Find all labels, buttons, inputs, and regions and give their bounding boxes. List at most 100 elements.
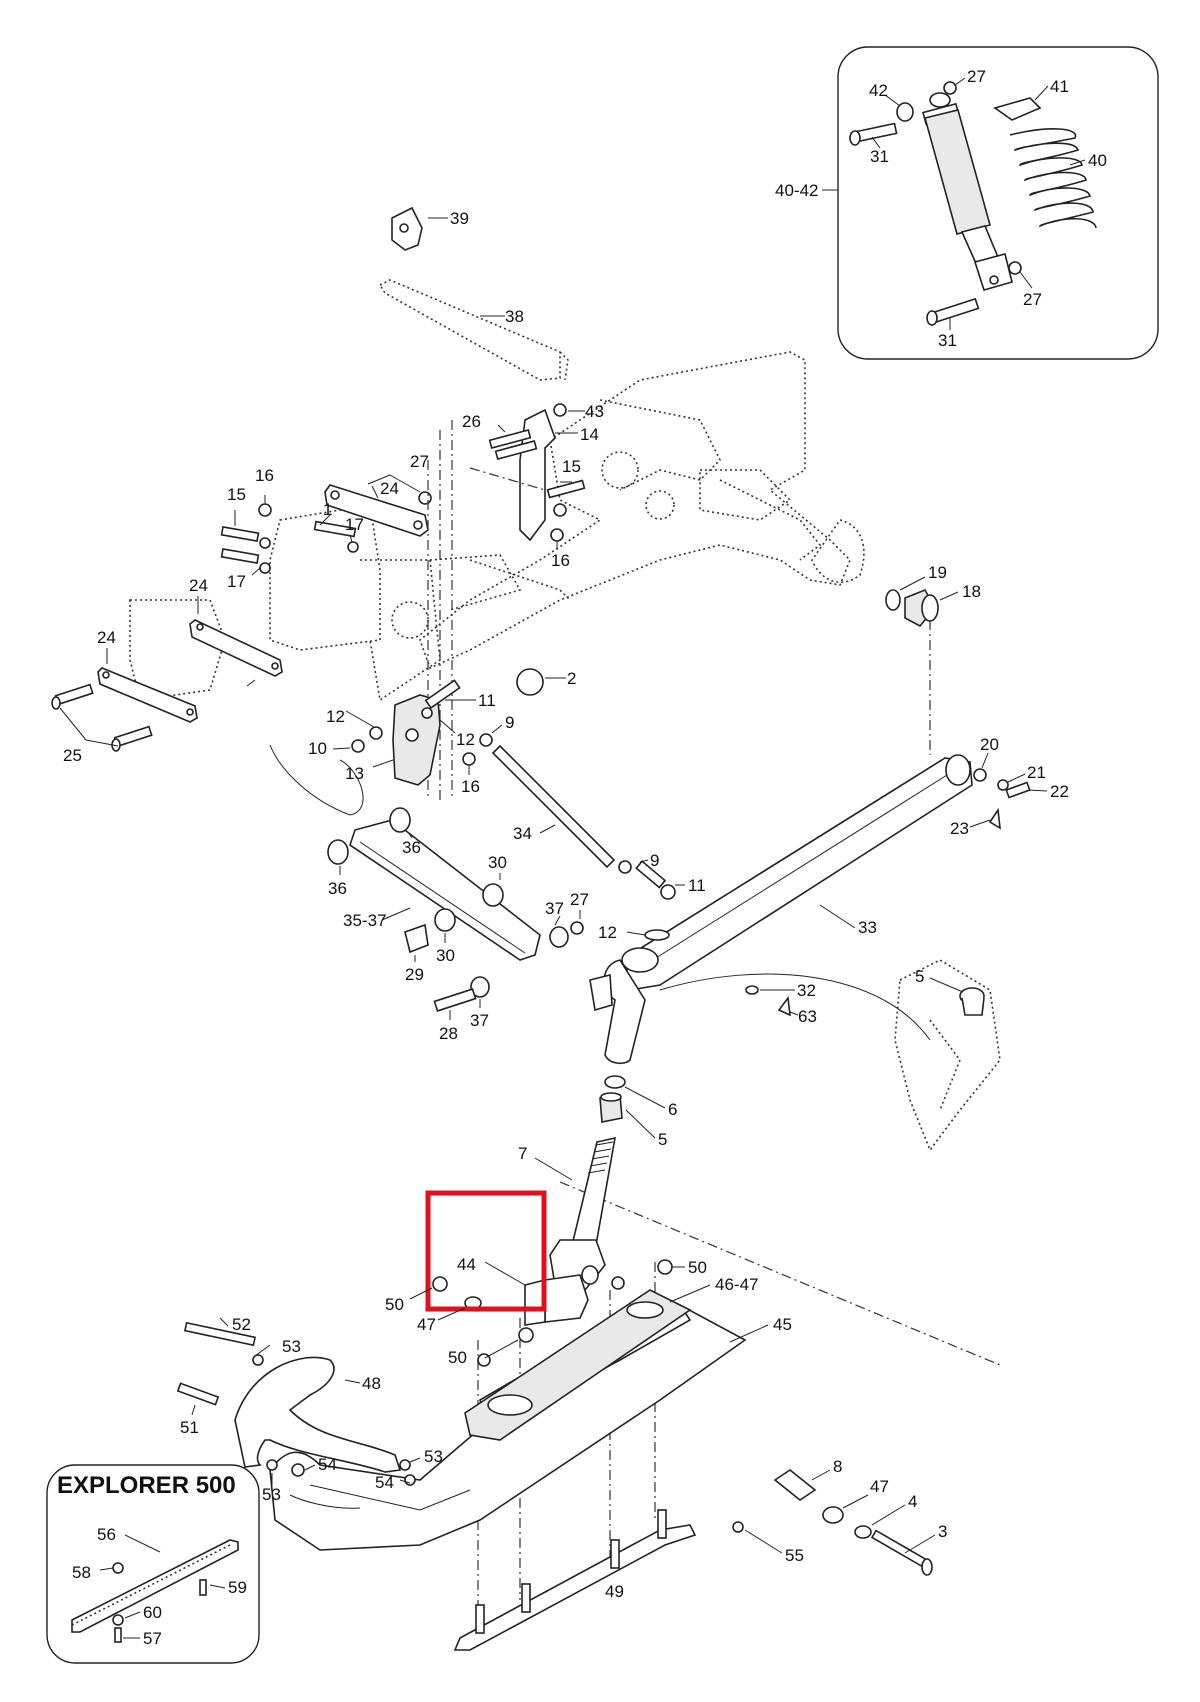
- callout-47: 47: [417, 1315, 436, 1334]
- callout-36: 36: [402, 838, 421, 857]
- grease-23: [988, 807, 1001, 830]
- bolt-15-left-b: [220, 548, 260, 564]
- callout-24: 24: [380, 479, 399, 498]
- washer-21: [997, 779, 1009, 791]
- explorer-500-inset: EXPLORER 500: [46, 1464, 260, 1664]
- callout-42: 42: [869, 81, 888, 100]
- bolt-52: [183, 1321, 257, 1347]
- callout-35-37: 35-37: [343, 911, 386, 930]
- shock-inset-frame: [837, 46, 1159, 360]
- bolt-15-right: [546, 479, 586, 499]
- callout-24: 24: [97, 628, 116, 647]
- bolt-11-top: [424, 679, 461, 709]
- bolt-1: [313, 520, 357, 538]
- wear-bar-56: [71, 1539, 239, 1633]
- callout-11: 11: [478, 691, 496, 710]
- callout-17: 17: [227, 572, 246, 591]
- callout-52: 52: [232, 1315, 251, 1334]
- callout-38: 38: [505, 307, 524, 326]
- nut-16-right: [553, 503, 567, 517]
- callout-8: 8: [833, 1457, 842, 1476]
- cap-2: [516, 668, 544, 696]
- callout-12: 12: [456, 730, 475, 749]
- callout-27: 27: [570, 890, 589, 909]
- shock-absorber-drawing: [849, 81, 1097, 326]
- spring-retainer-41: [993, 97, 1042, 121]
- callout-3: 3: [938, 1522, 947, 1541]
- highlight-box: [425, 1190, 547, 1312]
- callout-11: 11: [688, 876, 706, 895]
- spring-40: [1009, 128, 1097, 229]
- callout-27: 27: [410, 452, 429, 471]
- callout-53: 53: [262, 1485, 281, 1504]
- callout-7: 7: [518, 1144, 527, 1163]
- callout-10: 10: [308, 739, 327, 758]
- callout-59: 59: [228, 1578, 247, 1597]
- bolt-15-left-a: [220, 526, 260, 542]
- screw-59: [199, 1579, 207, 1596]
- callout-12: 12: [598, 923, 617, 942]
- nut-16-bracket: [462, 752, 476, 766]
- bolt-22: [1005, 781, 1031, 799]
- grease-fitting-32: [745, 985, 791, 1017]
- callout-9: 9: [650, 851, 659, 870]
- callout-50: 50: [385, 1295, 404, 1314]
- callout-28: 28: [439, 1024, 458, 1043]
- callout-4: 4: [908, 1492, 917, 1511]
- bolt-26: [488, 428, 532, 450]
- fasteners-15-16-17: [220, 503, 359, 574]
- callout-27: 27: [967, 67, 986, 86]
- nut-27-upper: [418, 491, 432, 505]
- bushing-36-left: [327, 839, 349, 865]
- callout-43: 43: [585, 402, 604, 421]
- bolt-51: [176, 1382, 220, 1406]
- callout-55: 55: [785, 1546, 804, 1565]
- callout-23: 23: [950, 819, 969, 838]
- bolt-31-top: [849, 122, 898, 146]
- washer-6: [604, 1075, 626, 1089]
- callout-57: 57: [143, 1629, 162, 1648]
- link-plate-24-upper: [324, 484, 432, 537]
- washer-53-top: [252, 1354, 264, 1366]
- callout-47: 47: [870, 1477, 889, 1496]
- nut-16-left: [258, 503, 272, 517]
- explorer-inset-frame: [46, 1464, 260, 1664]
- bushing-30-top: [482, 883, 504, 907]
- pin-29: [404, 923, 429, 954]
- callout-27: 27: [1023, 290, 1042, 309]
- callout-16: 16: [551, 551, 570, 570]
- callout-48: 48: [362, 1374, 381, 1393]
- callout-14: 14: [580, 425, 599, 444]
- callout-17: 17: [345, 515, 364, 534]
- callout-12: 12: [326, 707, 345, 726]
- callout-5: 5: [658, 1130, 667, 1149]
- washer-53-left: [266, 1459, 278, 1471]
- callout-9: 9: [505, 713, 514, 732]
- wear-bar-49: [453, 1509, 697, 1651]
- bolt-28: [433, 988, 477, 1012]
- bushing-5-right: [959, 987, 985, 1016]
- nut-27-bottom: [1008, 261, 1022, 275]
- callout-41: 41: [1050, 77, 1069, 96]
- callout-21: 21: [1027, 763, 1046, 782]
- callout-36: 36: [328, 879, 347, 898]
- callout-39: 39: [450, 209, 469, 228]
- callout-20: 20: [980, 735, 999, 754]
- callout-37: 37: [470, 1011, 489, 1030]
- nut-50-saddle-a: [611, 1276, 625, 1290]
- nut-27-top: [943, 81, 957, 95]
- washer-12-top: [421, 707, 433, 719]
- washer-53-right: [399, 1459, 411, 1471]
- nut-10: [351, 739, 365, 753]
- bushing-18-19: [885, 588, 939, 628]
- callout-16: 16: [461, 777, 480, 796]
- callout-51: 51: [180, 1418, 199, 1437]
- callout-31: 31: [938, 331, 957, 350]
- callout-25: 25: [63, 746, 82, 765]
- callout-45: 45: [773, 1315, 792, 1334]
- screw-55: [732, 1521, 744, 1533]
- callout-56: 56: [97, 1525, 116, 1544]
- washer-42: [896, 102, 914, 122]
- link-plate-24-lower: [51, 619, 283, 752]
- washer-12-left: [369, 726, 383, 740]
